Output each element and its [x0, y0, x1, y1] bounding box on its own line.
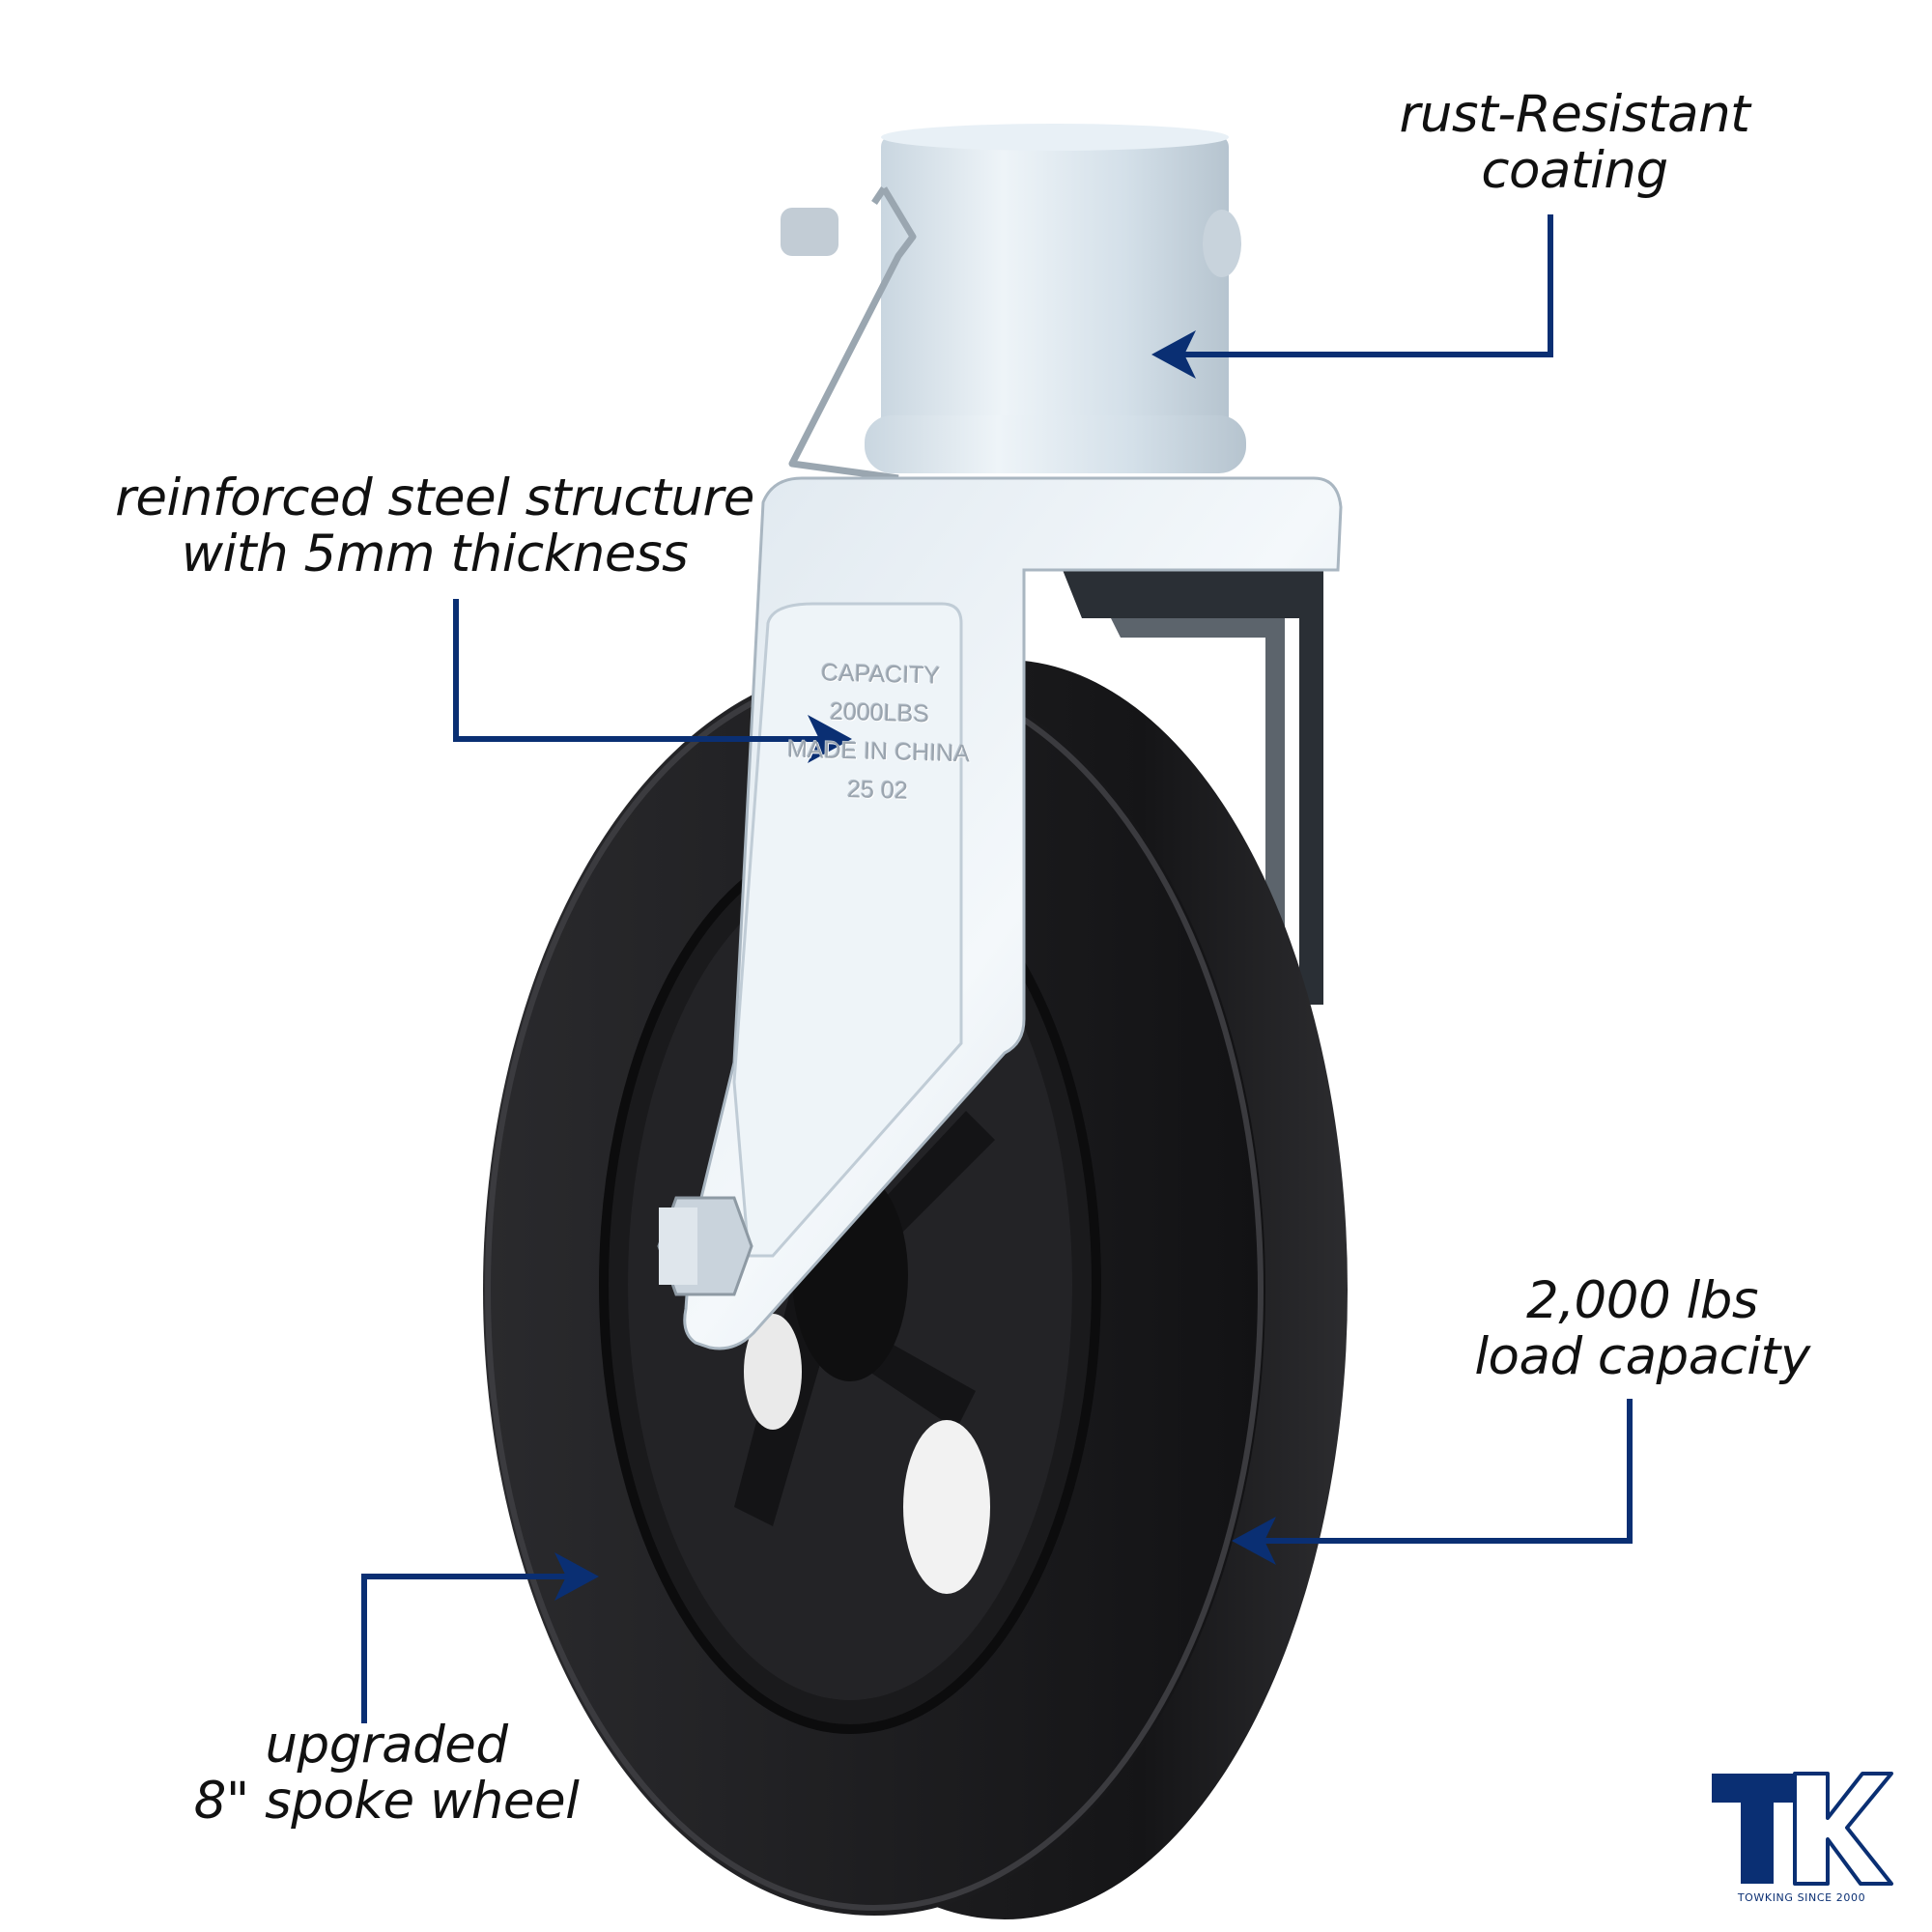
callout-capacity-line2: load capacity: [1474, 1327, 1810, 1386]
callout-wheel-line2: 8" spoke wheel: [193, 1772, 580, 1831]
callout-coating-line2: coating: [1481, 141, 1668, 200]
callout-coating-line1: rust-Resistant: [1399, 85, 1750, 144]
callout-capacity-line1: 2,000 lbs: [1525, 1271, 1759, 1330]
mounting-tube: [781, 124, 1246, 473]
callout-steel-line2: with 5mm thickness: [181, 525, 689, 583]
leader-coating: [1151, 214, 1553, 379]
axle-bolt: [657, 1196, 753, 1296]
stamp-line-4: 25 02: [846, 776, 909, 805]
tk-logo-icon: [1712, 1772, 1893, 1886]
leader-wheel: [361, 1552, 599, 1723]
callout-spoke-wheel: upgraded 8" spoke wheel: [145, 1718, 628, 1830]
callout-steel-line1: reinforced steel structure: [115, 469, 754, 527]
callout-load-capacity: 2,000 lbs load capacity: [1430, 1273, 1855, 1385]
leader-steel: [453, 599, 852, 763]
callout-wheel-line1: upgraded: [265, 1716, 508, 1775]
fork-bracket: [683, 476, 1343, 1350]
capacity-stamp: CAPACITY 2000LBS MADE IN CHINA 25 02: [781, 652, 978, 811]
towking-logo: TOWKING SINCE 2000: [1710, 1770, 1893, 1915]
callout-steel-structure: reinforced steel structure with 5mm thic…: [68, 470, 802, 582]
stamp-line-1: CAPACITY: [820, 659, 941, 690]
logo-tagline: TOWKING SINCE 2000: [1737, 1891, 1866, 1904]
callout-rust-resistant: rust-Resistant coating: [1294, 87, 1855, 199]
locking-pin-wire: [788, 186, 917, 482]
stamp-line-3: MADE IN CHINA: [786, 735, 971, 768]
leader-capacity: [1232, 1399, 1633, 1565]
stamp-line-2: 2000LBS: [829, 697, 930, 728]
